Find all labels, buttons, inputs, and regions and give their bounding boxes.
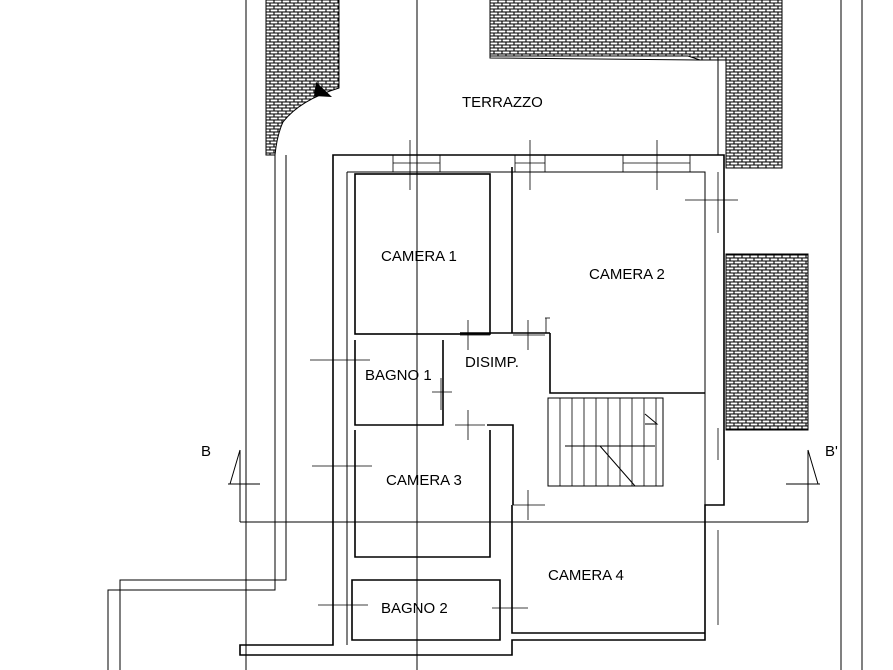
roof-tiles-top-right: [489, 0, 783, 169]
staircase: [547, 397, 664, 487]
label-camera4: CAMERA 4: [548, 567, 624, 584]
label-disimp: DISIMP.: [465, 354, 519, 371]
label-bagno2: BAGNO 2: [381, 600, 448, 617]
room-bagno1: [354, 340, 444, 426]
room-camera1: [354, 173, 491, 335]
label-camera1: CAMERA 1: [381, 248, 457, 265]
label-terrazzo: TERRAZZO: [462, 94, 543, 111]
section-line: [228, 449, 820, 523]
room-camera4: [511, 505, 705, 634]
room-bagno2: [351, 579, 501, 641]
room-camera3: [354, 430, 491, 558]
room-disimp: [460, 332, 550, 505]
room-camera2: [511, 167, 705, 394]
window-marks: [310, 140, 738, 625]
label-camera2: CAMERA 2: [589, 266, 665, 283]
section-label-left: B: [201, 443, 211, 460]
roof-tiles-top-left: [265, 0, 340, 156]
building-inner-wall: [346, 171, 706, 645]
terrace-outline: [107, 0, 719, 670]
building-outer-wall: [239, 154, 725, 656]
label-camera3: CAMERA 3: [386, 472, 462, 489]
label-bagno1: BAGNO 1: [365, 367, 432, 384]
compass-arrow-icon: [314, 82, 332, 97]
section-label-right: B': [825, 443, 838, 460]
roof-tiles-right: [725, 253, 809, 431]
